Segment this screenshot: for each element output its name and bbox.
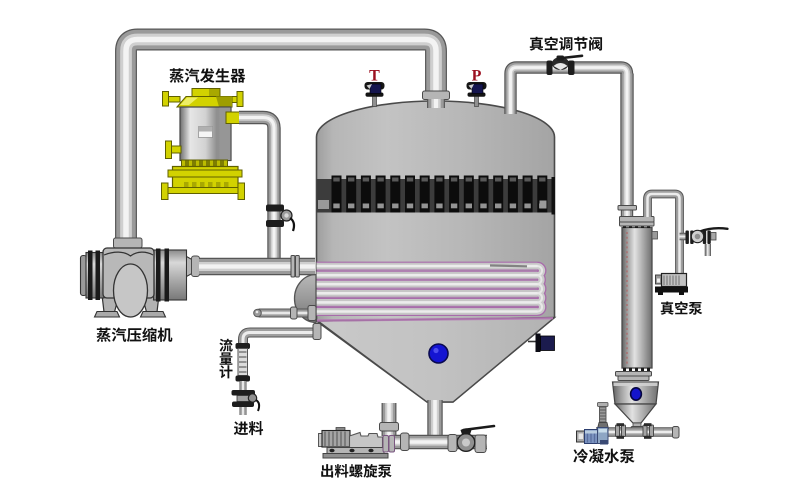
svg-text:P: P — [472, 68, 482, 85]
svg-text:T: T — [369, 68, 380, 85]
